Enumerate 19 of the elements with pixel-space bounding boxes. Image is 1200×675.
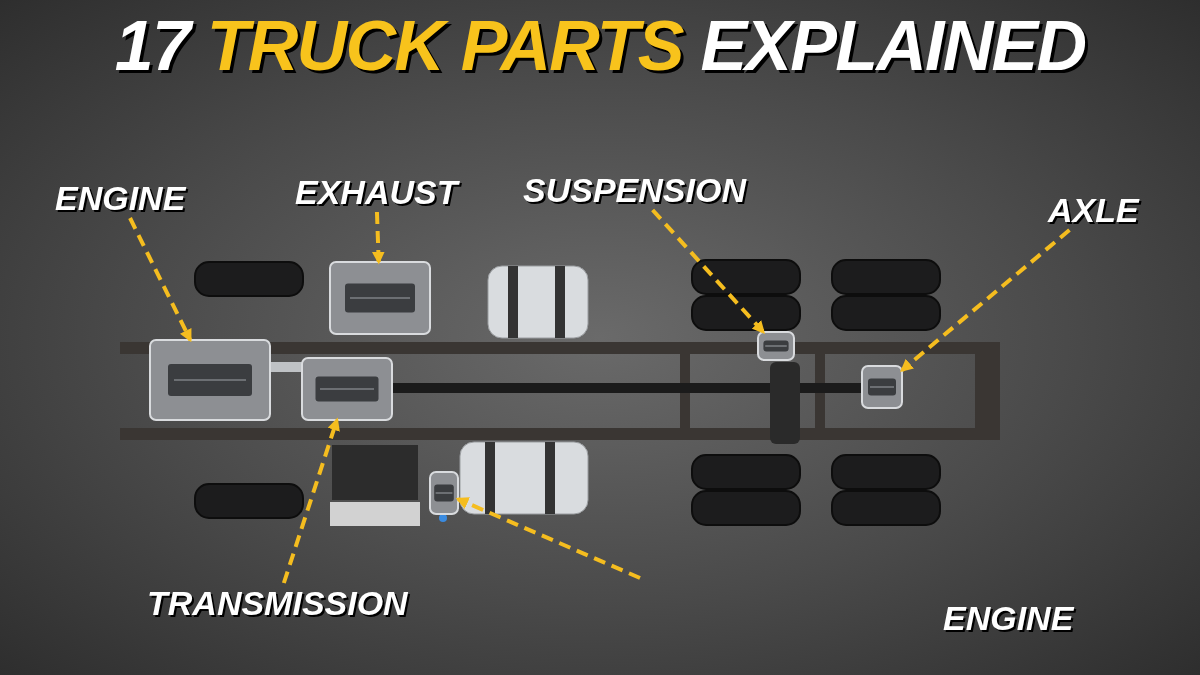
leader-arrow — [281, 417, 340, 584]
fluid-tank-drawing — [429, 471, 459, 515]
part-label: SUSPENSION — [523, 170, 746, 210]
part-label: EXHAUST — [295, 172, 458, 212]
leader-arrow — [455, 497, 641, 580]
part-label: ENGINE — [55, 178, 186, 218]
leader-arrow — [371, 211, 385, 265]
leader-arrow — [651, 208, 765, 334]
axle-differential-drawing — [861, 365, 903, 409]
part-label: ENGINE — [943, 598, 1074, 638]
exhaust-silencer-drawing — [329, 261, 431, 335]
leader-arrow — [900, 228, 1071, 372]
part-label: AXLE — [1048, 190, 1139, 230]
engine-drawing — [149, 339, 271, 421]
title: 17 TRUCK PARTS EXPLAINED — [113, 6, 1087, 86]
suspension-drawing — [757, 331, 795, 361]
leader-arrow — [128, 217, 193, 343]
transmission-drawing — [301, 357, 393, 421]
part-label: TRANSMISSION — [147, 583, 408, 623]
